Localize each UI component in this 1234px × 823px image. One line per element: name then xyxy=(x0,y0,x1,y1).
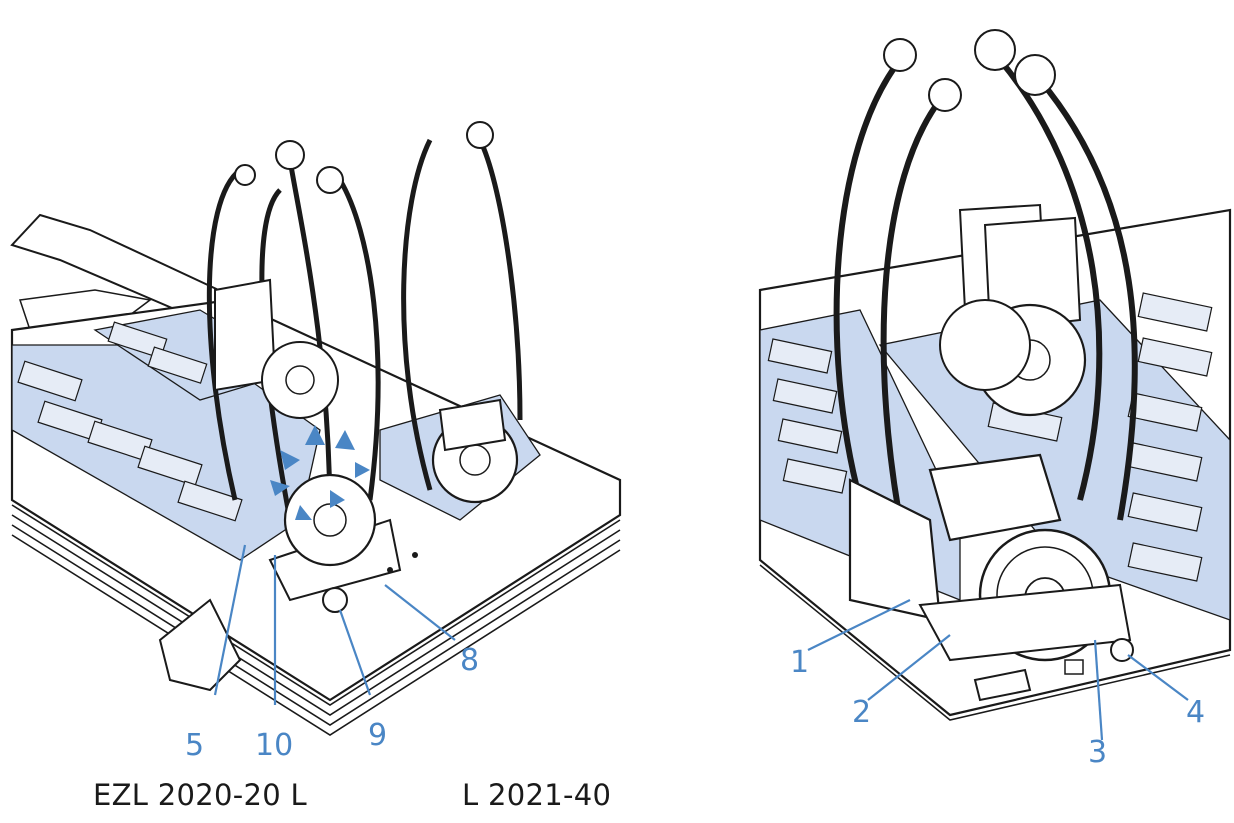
callout-3: 3 xyxy=(1088,735,1107,770)
callout-8: 8 xyxy=(460,643,479,678)
receivers-back xyxy=(940,205,1085,415)
callout-9: 9 xyxy=(368,718,387,753)
led-indicator xyxy=(412,552,418,558)
callout-2: 2 xyxy=(852,695,871,730)
charger-button xyxy=(1111,639,1133,661)
callout-5: 5 xyxy=(185,728,204,763)
callout-10: 10 xyxy=(255,728,293,763)
charger-l-2021-40: 1 2 3 4 xyxy=(760,30,1230,770)
callout-4: 4 xyxy=(1186,695,1205,730)
callout-1: 1 xyxy=(790,645,809,680)
charging-case-ezl-2020-20-l: 5 10 9 8 xyxy=(12,122,620,763)
case-button xyxy=(323,588,347,612)
caption-l-2021-40: L 2021-40 xyxy=(462,778,611,812)
checkbox-symbol xyxy=(1065,660,1083,674)
caption-ezl-2020-20-l: EZL 2020-20 L xyxy=(93,778,307,812)
